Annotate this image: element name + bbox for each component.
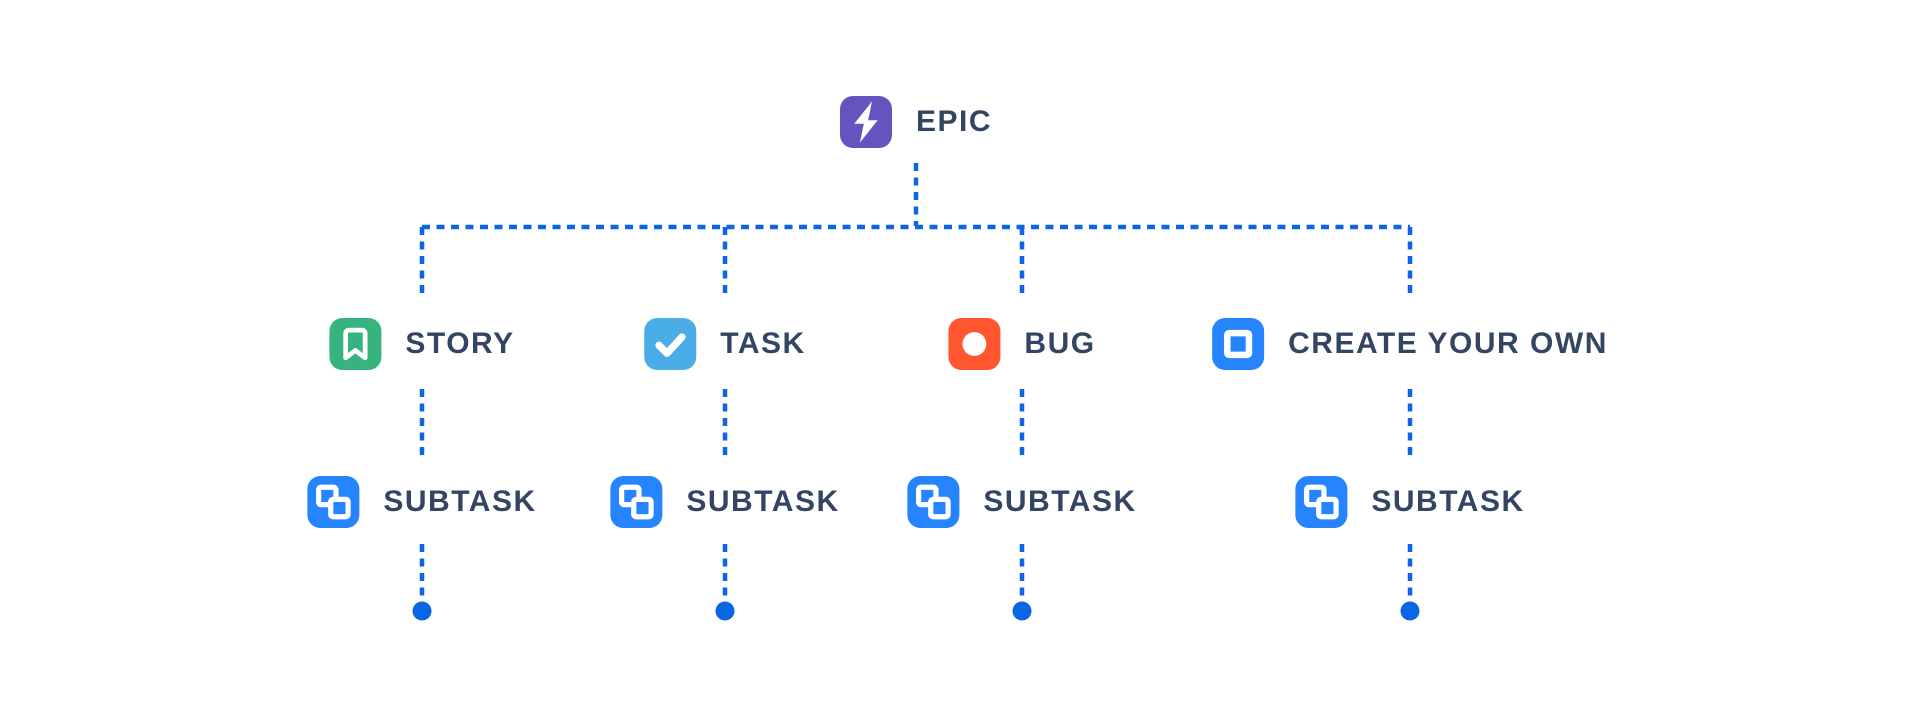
node-create-your-own: CREATE YOUR OWN	[1212, 318, 1608, 370]
bug-dot-icon	[948, 318, 1001, 370]
node-label: SUBTASK	[1371, 485, 1525, 518]
node-subtask-4: SUBTASK	[1295, 476, 1524, 528]
story-bookmark-icon	[329, 318, 382, 370]
node-epic: EPIC	[839, 96, 993, 148]
node-label: BUG	[1024, 327, 1096, 360]
task-checkmark-icon	[644, 318, 697, 370]
line-end-dot	[1012, 601, 1032, 621]
line-end-dot	[1400, 601, 1420, 621]
create-your-own-square-icon	[1212, 318, 1265, 370]
subtask-squares-icon	[307, 476, 360, 528]
subtask-squares-icon	[907, 476, 960, 528]
node-subtask-3: SUBTASK	[907, 476, 1136, 528]
node-subtask-1: SUBTASK	[307, 476, 536, 528]
line-end-dot	[412, 601, 432, 621]
subtask-squares-icon	[1295, 476, 1348, 528]
line-end-dot	[715, 601, 735, 621]
epic-lightning-icon	[839, 96, 892, 148]
node-label: STORY	[405, 327, 515, 360]
subtask-squares-icon	[610, 476, 663, 528]
node-label: SUBTASK	[983, 485, 1137, 518]
node-task: TASK	[644, 318, 805, 370]
node-story: STORY	[329, 318, 514, 370]
node-subtask-2: SUBTASK	[610, 476, 839, 528]
node-label: SUBTASK	[686, 485, 840, 518]
node-label: TASK	[720, 327, 806, 360]
node-label: CREATE YOUR OWN	[1288, 327, 1608, 360]
node-bug: BUG	[948, 318, 1095, 370]
node-label: SUBTASK	[383, 485, 537, 518]
node-label: EPIC	[915, 105, 993, 138]
